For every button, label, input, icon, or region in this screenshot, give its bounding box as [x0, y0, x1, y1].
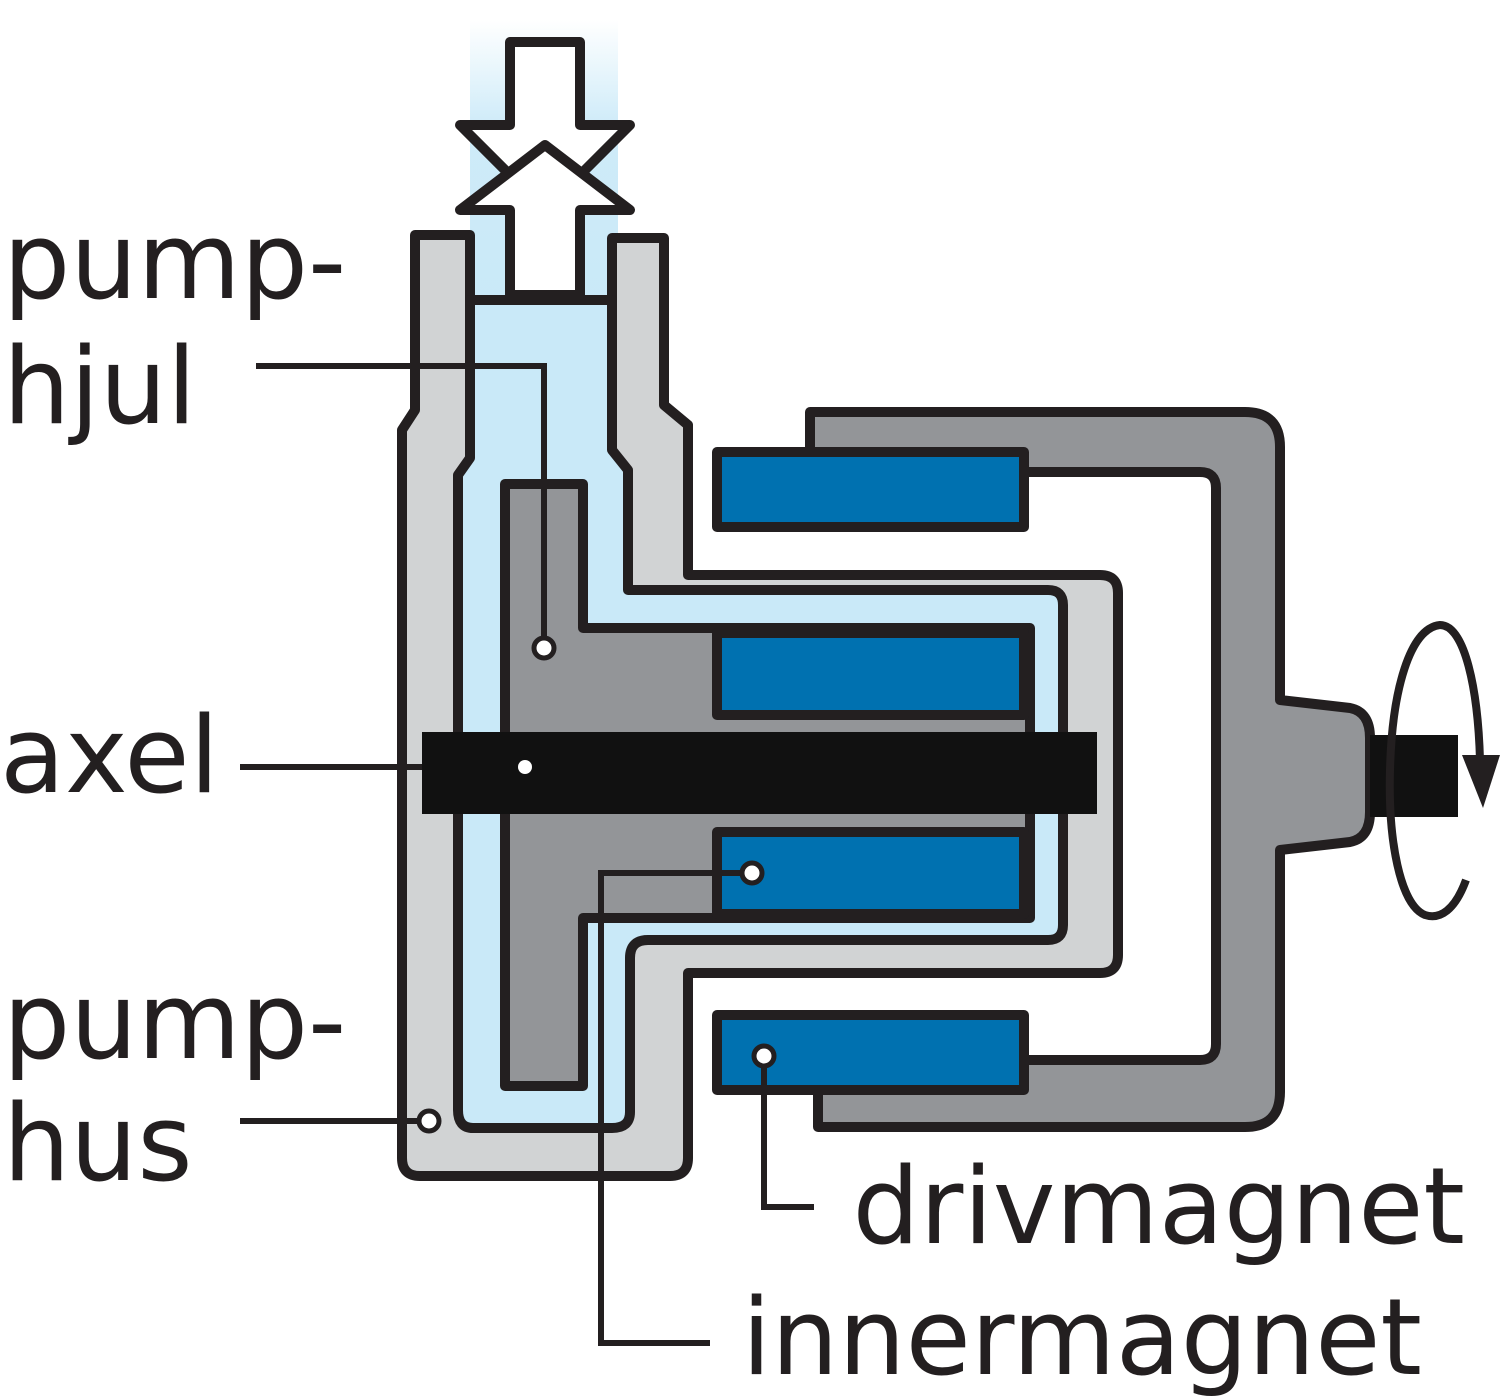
- impeller-pointer-dot: [531, 635, 557, 661]
- outlet-arrow-icon: [455, 37, 635, 215]
- inner-magnet-pointer-dot: [739, 860, 765, 886]
- drive-magnet-label: drivmagnet: [852, 1145, 1465, 1268]
- shaft-label: axel: [0, 694, 219, 817]
- inlet-arrow-icon: [455, 140, 635, 300]
- inner-magnet-upper: [712, 628, 1029, 720]
- inner-magnet-label: innermagnet: [742, 1276, 1422, 1399]
- shaft: [422, 732, 1097, 814]
- housing-pointer-dot: [416, 1108, 442, 1134]
- shaft-pointer-dot: [518, 760, 532, 774]
- rotation-arrowhead-icon: [1462, 755, 1500, 808]
- impeller-label-line1: pump-: [3, 200, 346, 323]
- inner-magnet-leader: [598, 870, 742, 1346]
- rotation-arrow-icon: [1385, 620, 1484, 921]
- drive-magnet-pointer-dot: [751, 1043, 777, 1069]
- impeller-label-line2: hjul: [3, 325, 196, 448]
- housing-label-line2: hus: [3, 1082, 193, 1205]
- impeller-leader: [256, 363, 547, 645]
- housing-label-line1: pump-: [3, 960, 346, 1083]
- drive-magnet-upper: [712, 447, 1029, 532]
- drive-magnet-leader: [761, 1058, 814, 1210]
- motor-shaft: [1370, 735, 1458, 817]
- drive-rotor: [805, 407, 1375, 1132]
